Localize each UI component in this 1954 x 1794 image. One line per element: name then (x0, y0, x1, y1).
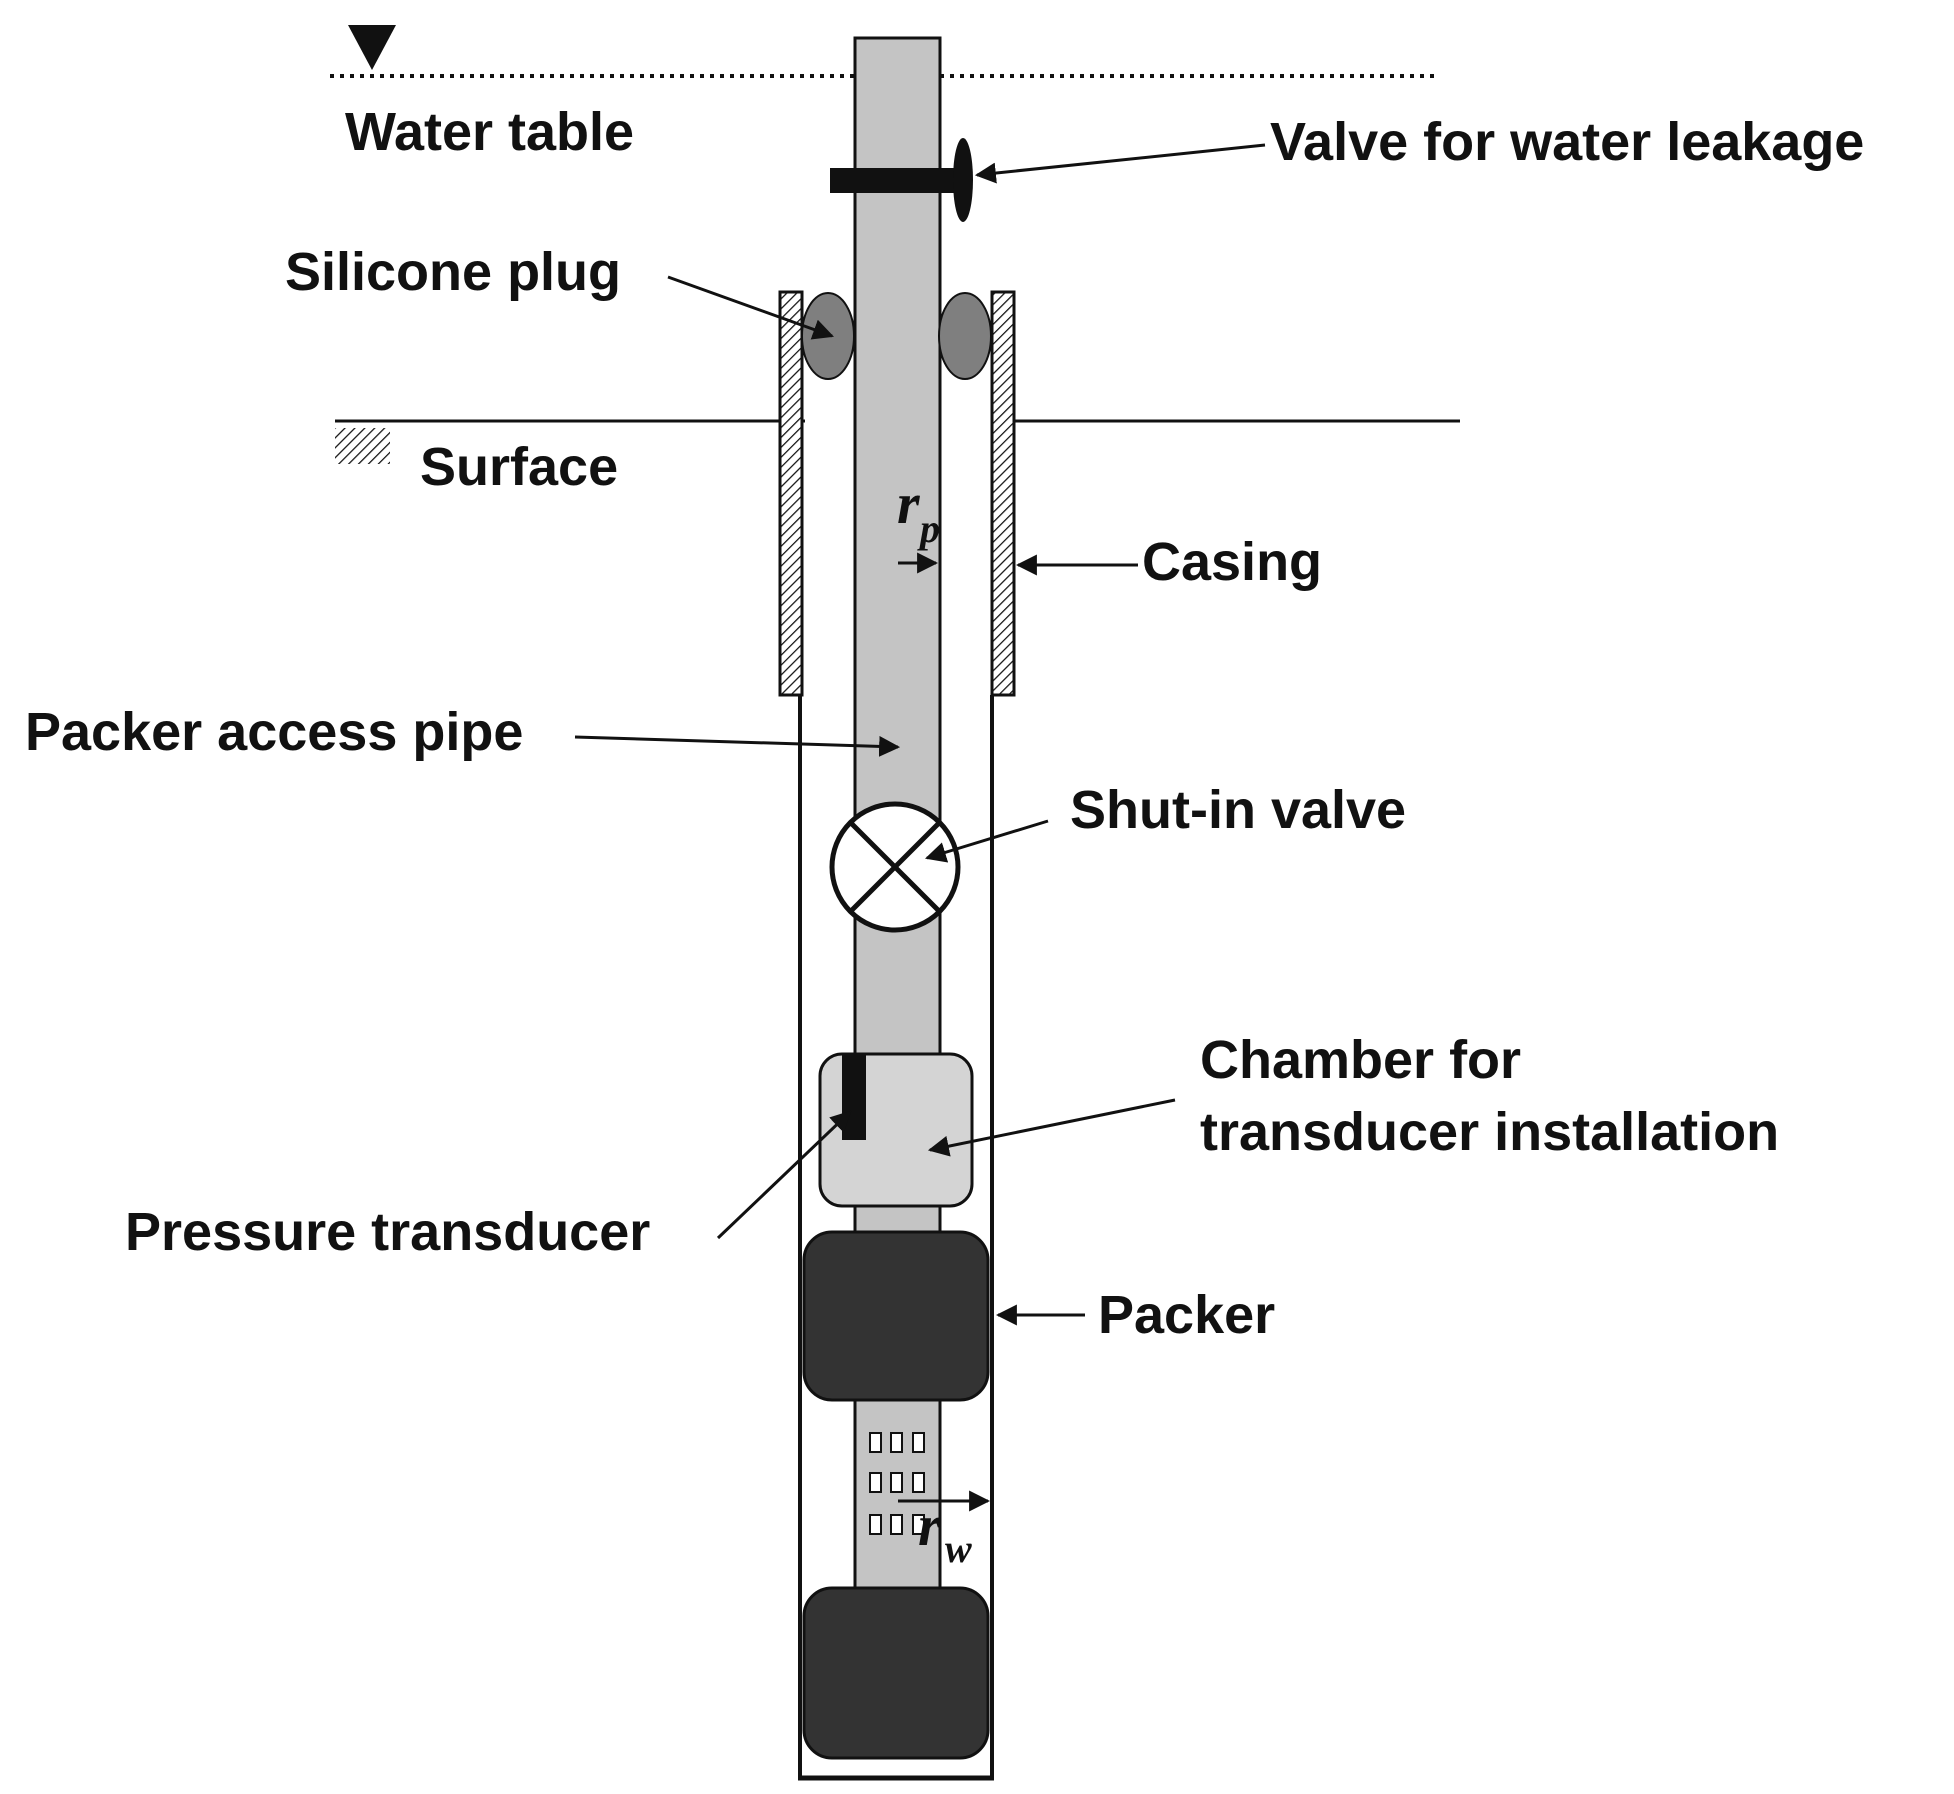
valve-leakage-label: Valve for water leakage (1270, 112, 1864, 172)
surface-label: Surface (420, 437, 618, 497)
chamber-label-line2: transducer installation (1200, 1102, 1779, 1162)
shut-in-valve-label: Shut-in valve (1070, 780, 1406, 840)
casing-left (778, 290, 804, 697)
packer-label: Packer (1098, 1285, 1275, 1345)
rp-subscript: p (917, 506, 940, 551)
rw-symbol: r (918, 1493, 941, 1558)
pressure-transducer (842, 1054, 866, 1140)
pressure-transducer-label: Pressure transducer (125, 1202, 650, 1262)
silicone-plug-leader (667, 275, 834, 340)
valve-leakage-leader (974, 143, 1266, 184)
packer-upper (802, 1230, 990, 1402)
leakage-valve-handle-icon (953, 138, 973, 222)
casing-right (990, 290, 1016, 697)
chamber-label-line1: Chamber for (1200, 1030, 1521, 1090)
silicone-plug-label: Silicone plug (285, 242, 621, 302)
chamber-leader (927, 1098, 1176, 1157)
rp-symbol: r (897, 471, 920, 536)
rw-subscript: w (945, 1526, 972, 1571)
pipe-perforations (869, 1432, 925, 1535)
packer-access-pipe-leader (574, 735, 901, 757)
casing-label: Casing (1142, 532, 1322, 592)
shut-in-valve-leader (924, 819, 1049, 863)
soil-hatch-icon (335, 428, 390, 464)
packer-lower (802, 1586, 990, 1760)
pressure-transducer-leader (716, 1110, 852, 1240)
water-table-label: Water table (345, 102, 634, 162)
silicone-plug-right (938, 292, 992, 380)
shut-in-valve-icon (829, 801, 961, 933)
packer-access-pipe-label: Packer access pipe (25, 702, 523, 762)
water-table-marker-icon (348, 25, 396, 70)
leakage-valve-bar (830, 168, 970, 193)
